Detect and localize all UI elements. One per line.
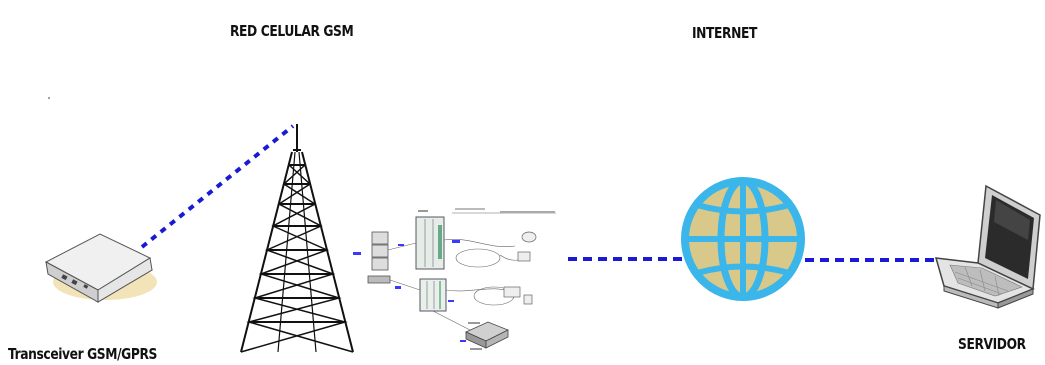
globe-icon xyxy=(681,177,805,301)
stray-dot xyxy=(48,97,50,99)
laptop-icon xyxy=(934,184,1041,309)
transceiver-label: Transceiver GSM/GPRS xyxy=(8,345,157,363)
transceiver-device-icon xyxy=(44,233,157,303)
radio-link-dashes xyxy=(140,124,295,249)
core-network-equipment-icon xyxy=(353,208,556,350)
cellular-network-label: RED CELULAR GSM xyxy=(230,22,354,40)
internet-label: INTERNET xyxy=(692,24,757,42)
cell-tower-icon xyxy=(240,124,354,353)
server-label: SERVIDOR xyxy=(958,335,1026,353)
